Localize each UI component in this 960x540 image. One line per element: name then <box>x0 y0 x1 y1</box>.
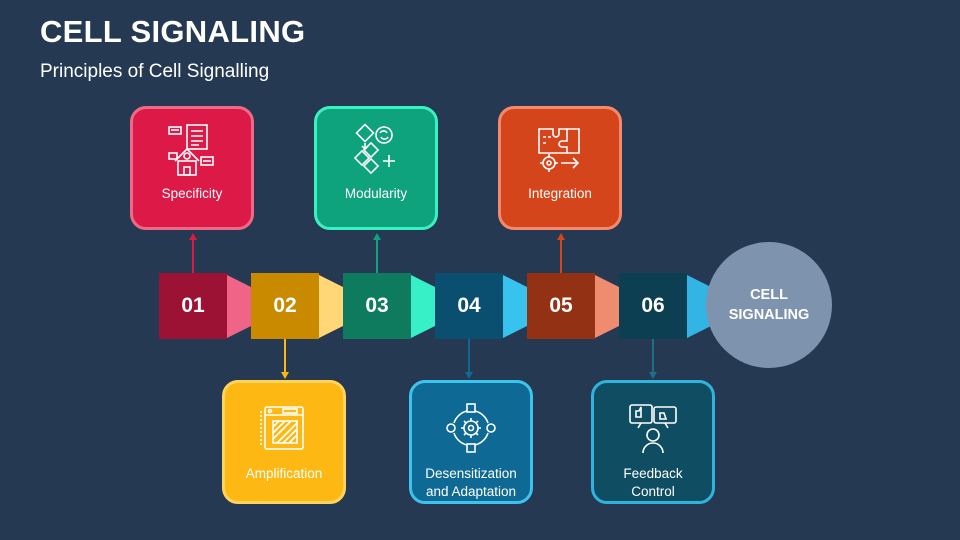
center-label: CELL SIGNALING <box>728 287 810 323</box>
card-label-integration: Integration <box>528 186 592 201</box>
page-subtitle: Principles of Cell Signalling <box>40 61 270 82</box>
cell-signaling-circle: CELL SIGNALING <box>706 242 832 368</box>
card-label-specificity: Specificity <box>161 186 223 201</box>
connector-arrowhead-02 <box>281 372 289 379</box>
fold-ribbon-04 <box>503 275 527 338</box>
connector-arrowhead-01 <box>189 233 197 240</box>
card-label-modularity: Modularity <box>344 186 408 201</box>
card-amplification: Amplification <box>222 380 346 504</box>
card-label-desensitization: Desensitization and Adaptation <box>425 466 517 499</box>
connector-arrowhead-05 <box>557 233 565 240</box>
step-number-05: 05 <box>527 273 595 339</box>
connector-arrowhead-06 <box>649 372 657 379</box>
step-number-06: 06 <box>619 273 687 339</box>
feedback-icon <box>629 404 677 454</box>
step-number-04: 04 <box>435 273 503 339</box>
specificity-icon <box>168 124 214 176</box>
card-integration: Integration <box>498 106 622 230</box>
card-specificity: Specificity <box>130 106 254 230</box>
desensitization-icon <box>446 403 496 453</box>
connector-arrowhead-03 <box>373 233 381 240</box>
fold-ribbon-01 <box>227 275 251 338</box>
card-label-amplification: Amplification <box>245 466 323 481</box>
fold-ribbon-05 <box>595 275 619 338</box>
integration-icon <box>538 128 580 172</box>
fold-ribbon-06 <box>687 275 711 338</box>
page-title: CELL SIGNALING <box>40 14 306 49</box>
card-modularity: Modularity <box>314 106 438 230</box>
connector-arrowhead-04 <box>465 372 473 379</box>
amplification-icon <box>260 406 304 450</box>
step-number-03: 03 <box>343 273 411 339</box>
card-feedback: Feedback Control <box>591 380 715 504</box>
fold-ribbon-03 <box>411 275 435 338</box>
card-label-feedback: Feedback Control <box>623 466 683 499</box>
step-number-01: 01 <box>159 273 227 339</box>
card-desensitization: Desensitization and Adaptation <box>409 380 533 504</box>
fold-ribbon-02 <box>319 275 343 338</box>
step-number-02: 02 <box>251 273 319 339</box>
modularity-icon <box>353 123 395 175</box>
